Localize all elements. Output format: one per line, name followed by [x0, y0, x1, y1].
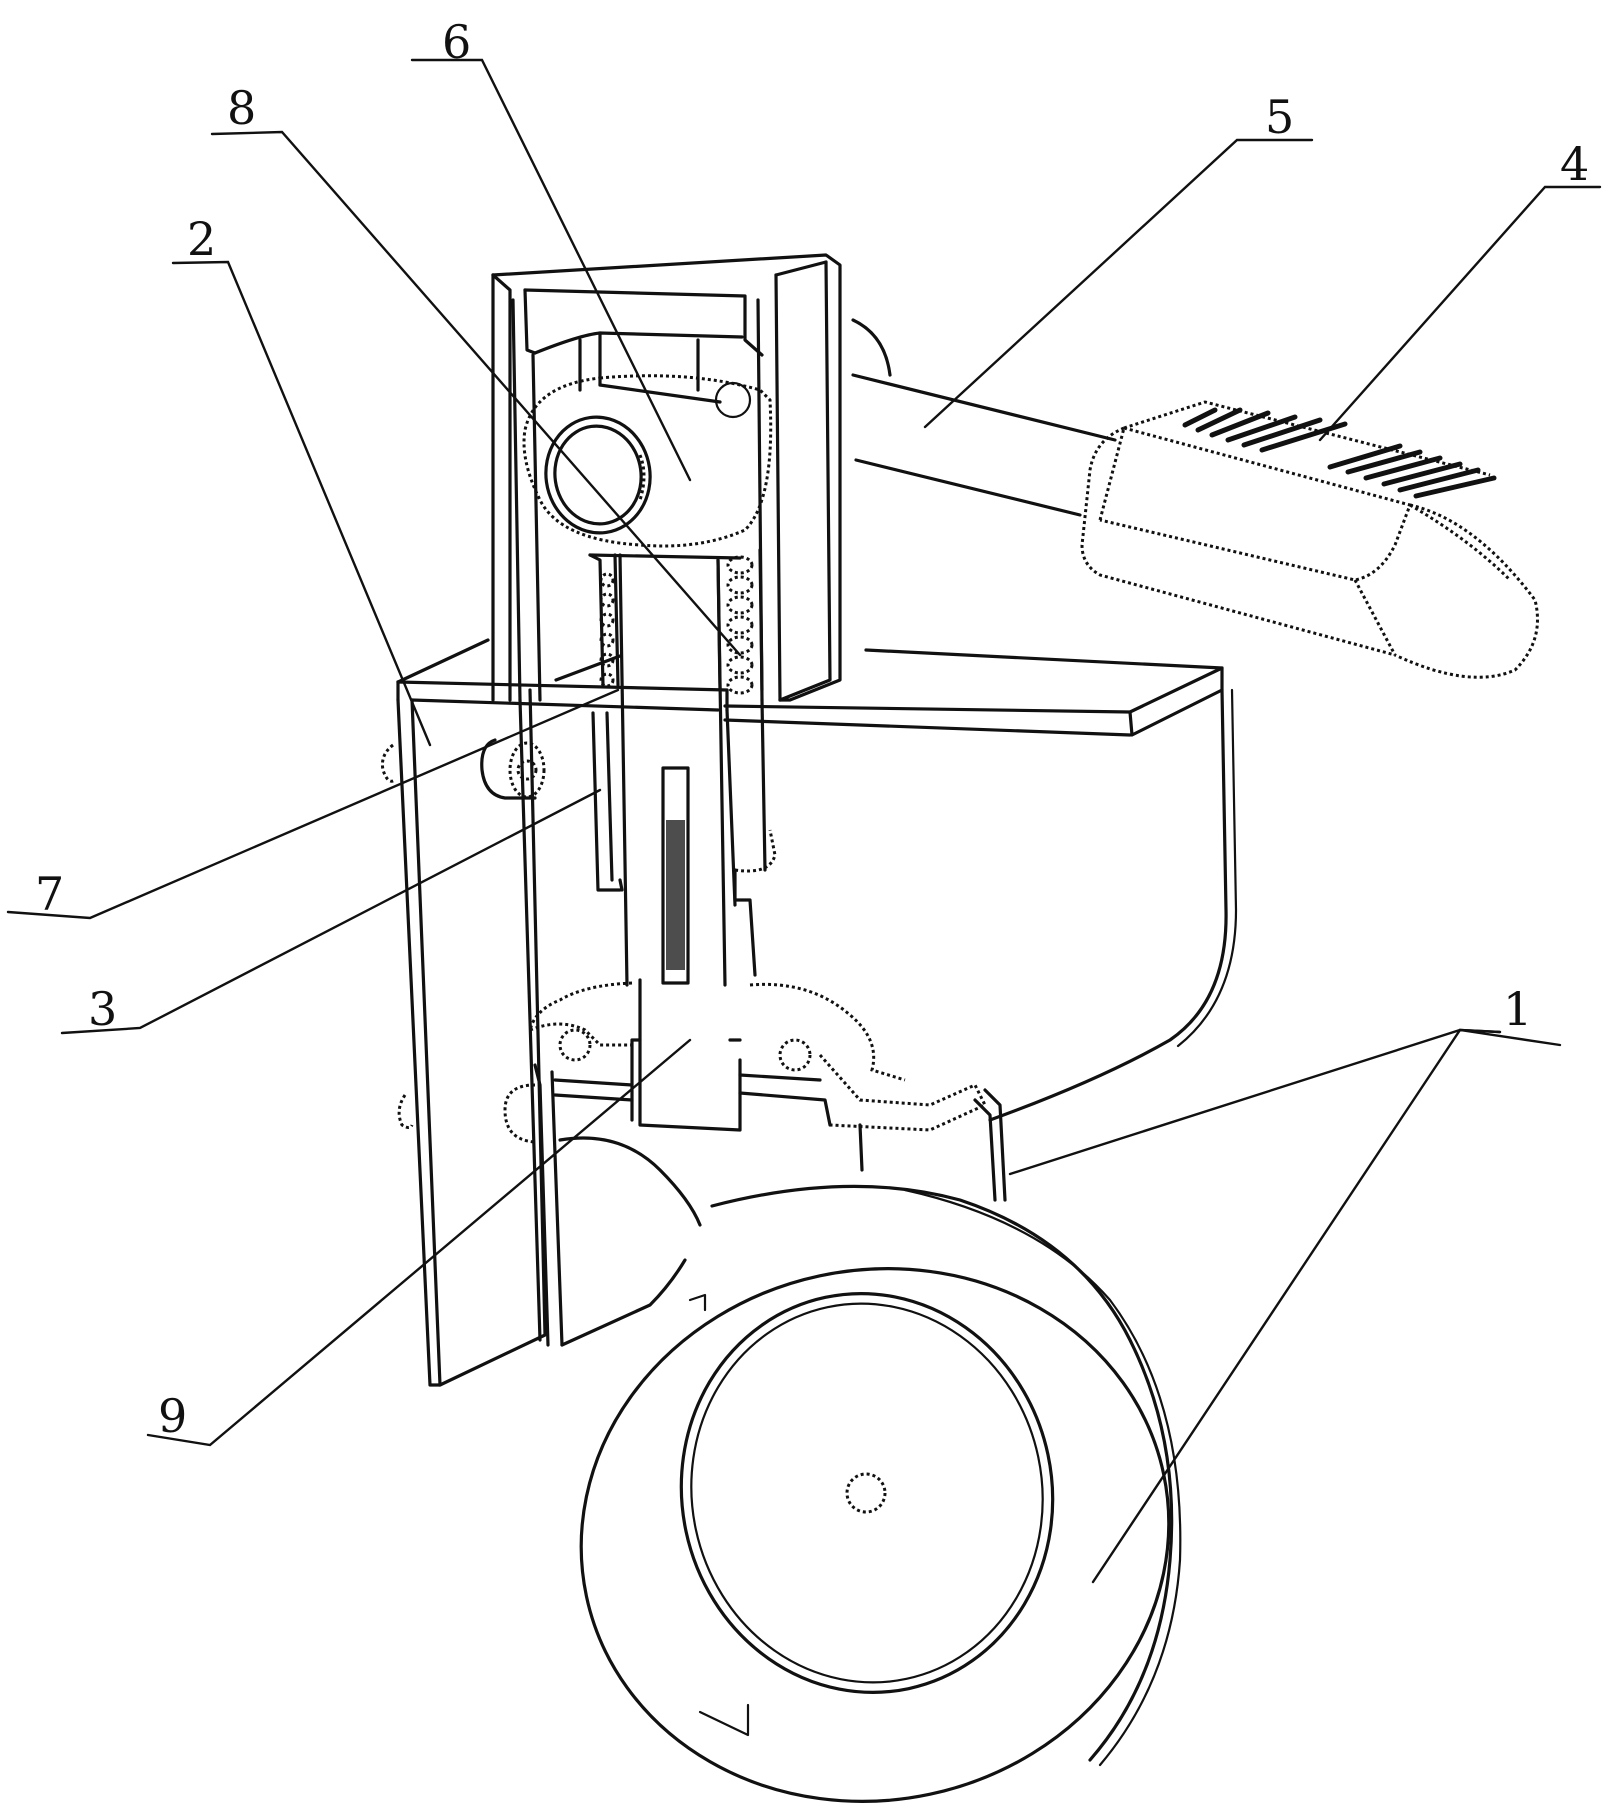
- callout-7: 7: [35, 867, 64, 921]
- callout-5: 5: [1265, 90, 1294, 144]
- wheel: [579, 1184, 1182, 1803]
- upper-frame: [491, 253, 842, 702]
- rear-housing: [723, 648, 1238, 1122]
- callout-6: 6: [442, 15, 471, 69]
- callout-2: 2: [187, 212, 216, 266]
- callout-1: 1: [1503, 982, 1532, 1036]
- leader-lines: [6, 58, 1602, 1584]
- callout-4: 4: [1560, 137, 1589, 191]
- heat-sink-fins: [1182, 407, 1497, 499]
- callout-9: 9: [158, 1389, 187, 1443]
- arm-tube: [851, 318, 1117, 517]
- callout-8: 8: [227, 81, 256, 135]
- pivot-block: [522, 374, 773, 548]
- clamp-mechanism: [503, 978, 1007, 1347]
- center-post: [618, 553, 777, 987]
- callout-3: 3: [88, 982, 117, 1036]
- lamp-head: [1080, 400, 1539, 679]
- lead-screw: [661, 766, 690, 985]
- springs: [588, 548, 764, 695]
- right-spring-coils: [726, 555, 754, 695]
- wheel-axle-icon: [845, 1472, 887, 1514]
- callout-labels: 1 2 3 4 5 6 7 8 9: [35, 15, 1589, 1443]
